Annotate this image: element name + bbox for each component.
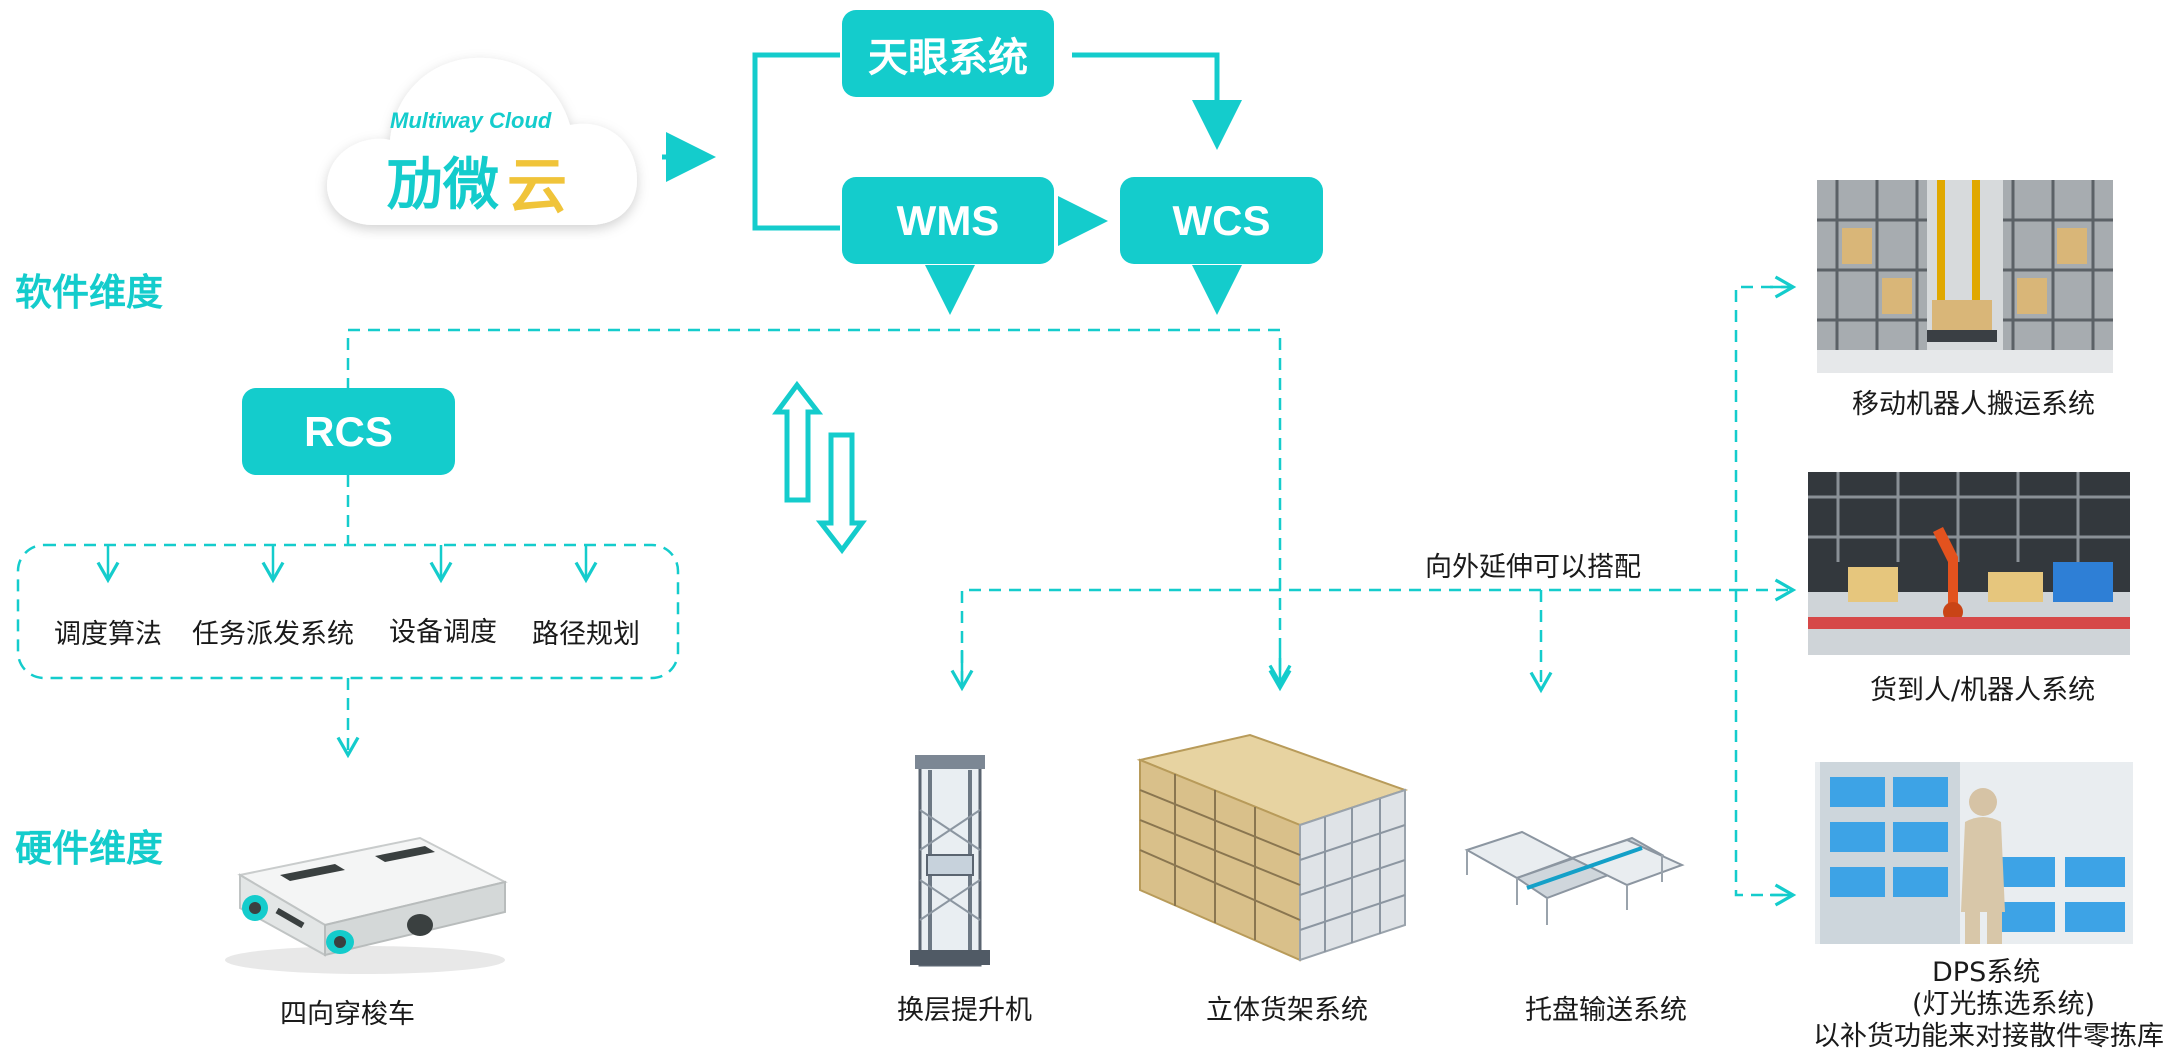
goods-to-person-caption: 货到人/机器人系统 bbox=[1870, 675, 2096, 706]
top-bracket bbox=[752, 52, 840, 231]
dps-image bbox=[1815, 762, 2133, 944]
software-dimension-label: 软件维度 bbox=[15, 271, 163, 314]
rcs-box: RCS bbox=[242, 388, 455, 475]
rack-caption: 立体货架系统 bbox=[1206, 995, 1368, 1026]
rcs-function-device-scheduling: 设备调度 bbox=[389, 617, 497, 648]
wms-label: WMS bbox=[896, 196, 1000, 244]
rcs-function-scheduling-algorithm: 调度算法 bbox=[54, 619, 162, 650]
tianyan-label: 天眼系统 bbox=[868, 35, 1028, 80]
brand-en: Multiway Cloud bbox=[390, 108, 552, 133]
goods-to-person-image bbox=[1808, 472, 2130, 655]
wms-box: WMS bbox=[842, 177, 1054, 264]
lift-image bbox=[905, 750, 1000, 970]
shuttle-caption: 四向穿梭车 bbox=[280, 999, 415, 1030]
dps-caption-line2: (灯光拣选系统) bbox=[1912, 989, 2096, 1020]
exchange-double-arrow bbox=[772, 380, 867, 555]
mobile-robot-image bbox=[1817, 180, 2113, 373]
hardware-dimension-label: 硬件维度 bbox=[15, 827, 163, 870]
rcs-function-path-planning: 路径规划 bbox=[532, 619, 640, 650]
pallet-conveyor-image bbox=[1462, 810, 1687, 930]
cloud-shape bbox=[327, 57, 637, 226]
cloud-logo: Multiway Cloud 劢微 云 bbox=[315, 30, 650, 240]
extension-label: 向外延伸可以搭配 bbox=[1425, 552, 1641, 583]
rcs-function-box bbox=[16, 543, 680, 680]
dps-caption-line1: DPS系统 bbox=[1932, 957, 2041, 988]
rack-image bbox=[1130, 730, 1415, 970]
rcs-label: RCS bbox=[304, 407, 393, 455]
brand-cn: 劢微 bbox=[387, 153, 499, 218]
lift-caption: 换层提升机 bbox=[897, 995, 1032, 1026]
pallet-conveyor-caption: 托盘输送系统 bbox=[1525, 995, 1687, 1026]
rcs-function-task-dispatch: 任务派发系统 bbox=[192, 619, 354, 650]
wcs-box: WCS bbox=[1120, 177, 1323, 264]
wcs-label: WCS bbox=[1172, 196, 1271, 244]
brand-mark: 云 bbox=[507, 152, 567, 222]
mobile-robot-caption: 移动机器人搬运系统 bbox=[1852, 389, 2095, 420]
dashed-bus bbox=[346, 328, 1292, 687]
tianyan-system-box: 天眼系统 bbox=[842, 10, 1054, 97]
shuttle-image bbox=[220, 820, 510, 980]
tianyan-to-wcs bbox=[1072, 52, 1242, 150]
dps-caption-line3: 以补货功能来对接散件零拣库 bbox=[1813, 1021, 2164, 1052]
